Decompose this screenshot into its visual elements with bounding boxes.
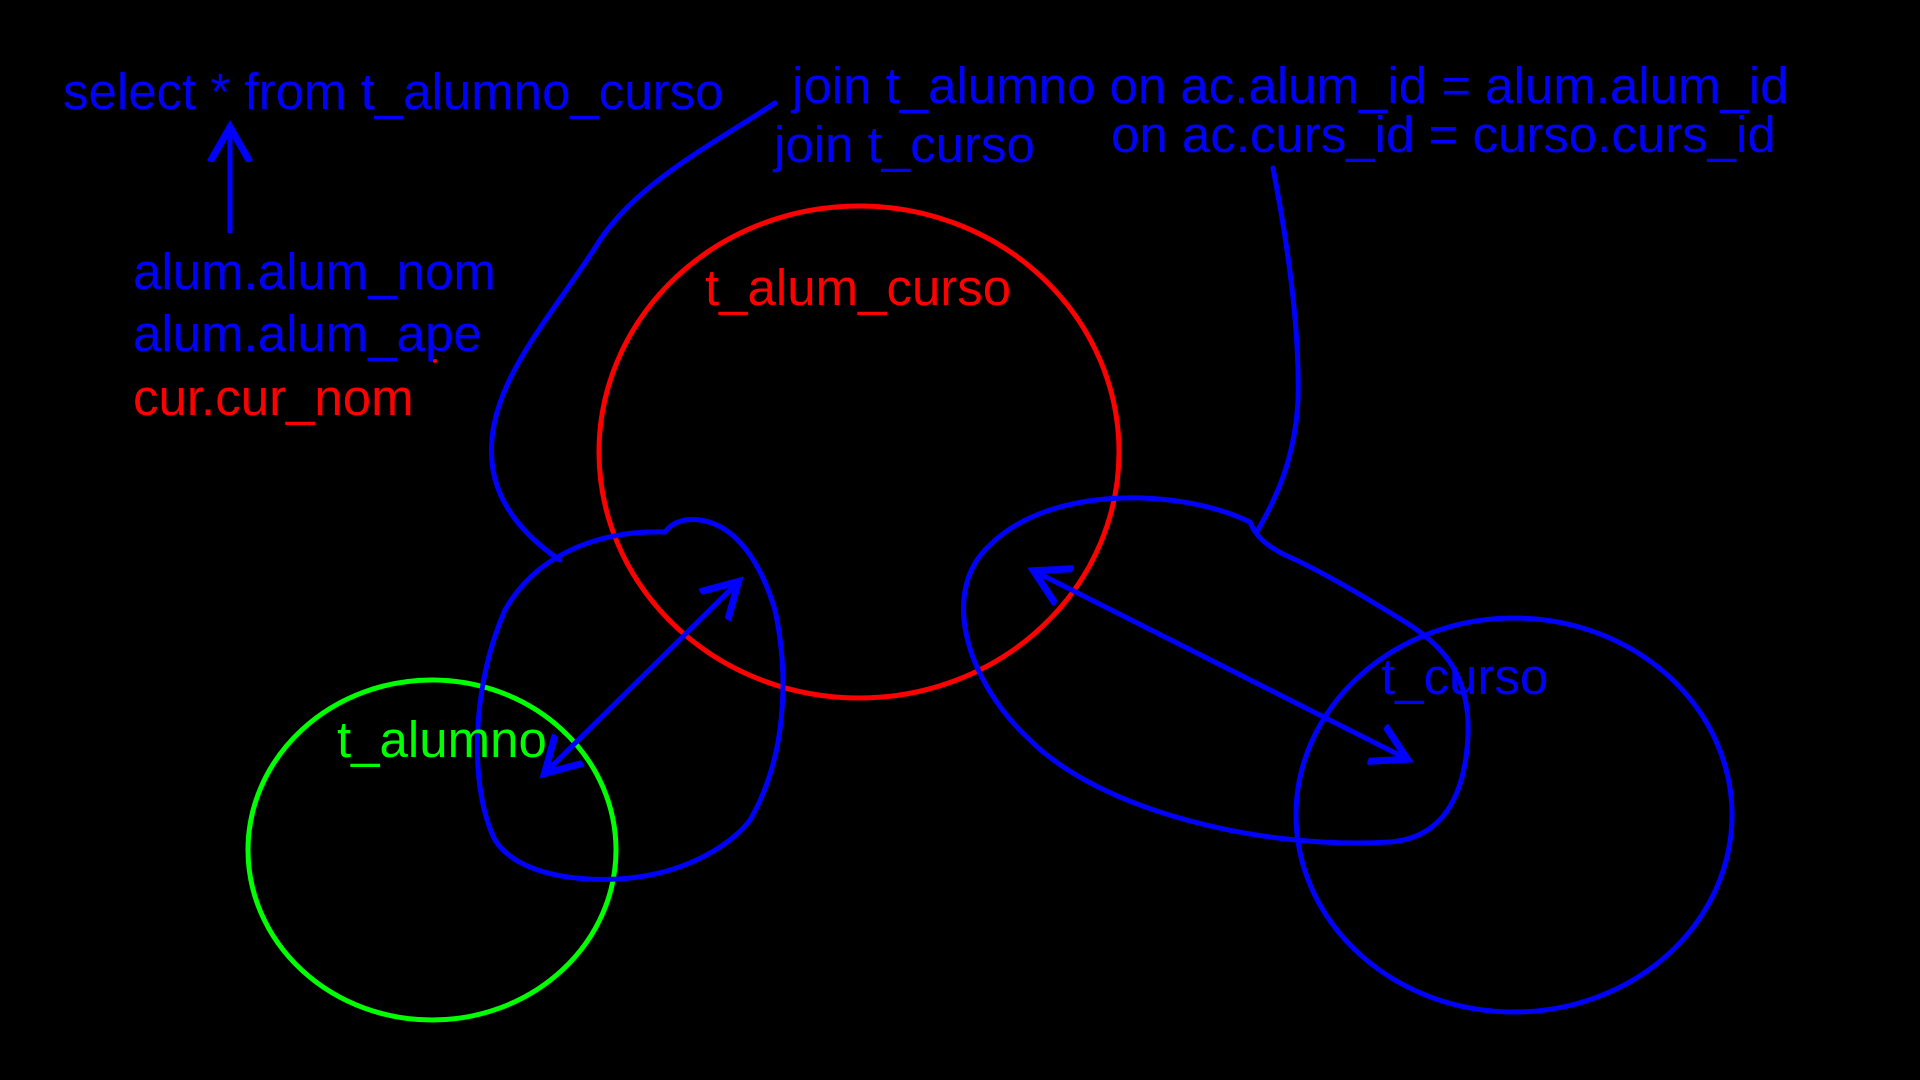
join-alumno-connector — [489, 100, 778, 563]
column-cur-nom: cur.cur_nom — [133, 369, 414, 426]
select-statement: select * from t_alumno_curso — [63, 63, 724, 120]
alumno-join-arrow — [548, 585, 735, 770]
column-alum-ape: alum.alum_ape — [133, 305, 482, 362]
alumno-circle — [245, 677, 619, 1023]
table-label-alumno: t_alumno — [337, 711, 547, 768]
on-curso-clause: on ac.curs_id = curso.curs_id — [1111, 106, 1776, 163]
alumno-join-loop — [474, 517, 786, 882]
table-label-alum-curso: t_alum_curso — [705, 259, 1012, 316]
join-alumno-clause: join t_alumno on ac.alum_id = alum.alum_… — [792, 57, 1789, 114]
stray-dot — [433, 359, 437, 363]
join-curso-connector — [1255, 165, 1301, 533]
curso-join-arrow — [1038, 573, 1403, 757]
table-label-curso: t_curso — [1381, 648, 1549, 705]
column-alum-nom: alum.alum_nom — [133, 243, 496, 300]
curso-circle — [1293, 615, 1735, 1015]
join-curso-clause: join t_curso — [774, 116, 1035, 173]
alum-curso-circle — [596, 203, 1122, 701]
